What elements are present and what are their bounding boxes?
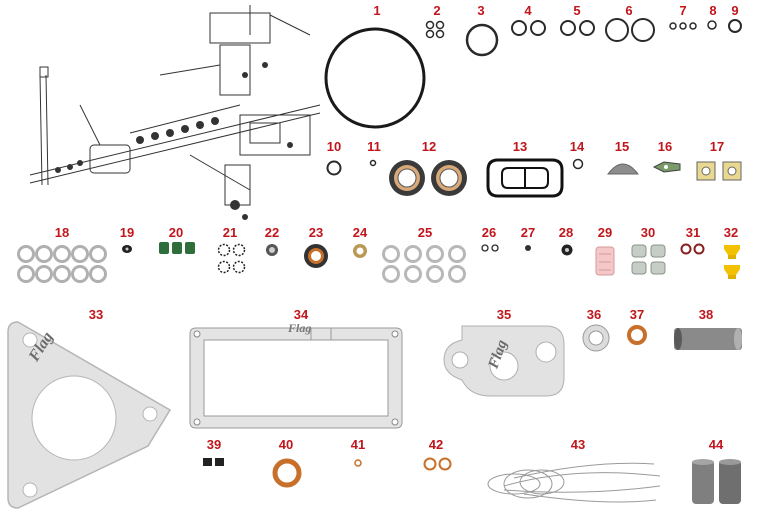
- o-ring-small-11: [369, 159, 377, 167]
- o-ring-9: [728, 19, 742, 33]
- yellow-cap-pair-32: [724, 245, 740, 279]
- o-ring-10: [326, 160, 342, 176]
- o-ring-14: [572, 158, 584, 170]
- part-label-41: 41: [350, 437, 366, 452]
- part-label-29: 29: [597, 225, 613, 240]
- part-label-17: 17: [709, 139, 725, 154]
- o-ring-trio-7: [669, 22, 697, 30]
- part-label-24: 24: [352, 225, 368, 240]
- part-label-30: 30: [640, 225, 656, 240]
- part-label-42: 42: [428, 437, 444, 452]
- part-label-9: 9: [731, 3, 739, 18]
- seal-ring-28: [561, 244, 573, 256]
- part-label-44: 44: [708, 437, 724, 452]
- part-label-6: 6: [625, 3, 633, 18]
- exploded-pump-drawing: [29, 5, 321, 220]
- seal-ring-22: [266, 244, 278, 256]
- part-label-8: 8: [709, 3, 717, 18]
- woodruff-key-15: [606, 163, 640, 175]
- part-label-25: 25: [417, 225, 433, 240]
- pump-gasket-35: [443, 325, 565, 397]
- cover-gasket-13: [486, 158, 564, 198]
- valve-seal-19: [122, 245, 132, 253]
- copper-washer-pair-42: [423, 457, 452, 471]
- shaft-seal-23: [304, 244, 328, 268]
- washer-set-18: [17, 245, 107, 283]
- sleeve-38: [674, 328, 742, 350]
- o-ring-large-1: [324, 27, 426, 129]
- part-label-22: 22: [264, 225, 280, 240]
- part-label-10: 10: [326, 139, 342, 154]
- part-label-19: 19: [119, 225, 135, 240]
- part-label-2: 2: [433, 3, 441, 18]
- copper-washer-40: [272, 458, 302, 488]
- part-label-11: 11: [367, 139, 381, 154]
- clip-16: [652, 161, 681, 173]
- part-label-7: 7: [679, 3, 687, 18]
- flange-gasket-33: [7, 321, 172, 509]
- part-label-39: 39: [206, 437, 222, 452]
- part-label-36: 36: [586, 307, 602, 322]
- small-seal-27: [525, 245, 531, 251]
- part-label-23: 23: [308, 225, 324, 240]
- part-label-35: 35: [496, 307, 512, 322]
- spring-clip-pair-17: [696, 161, 742, 181]
- part-label-16: 16: [657, 139, 673, 154]
- o-ring-pair-26: [481, 244, 499, 252]
- shaft-seal-pair-12: [389, 160, 467, 196]
- part-label-12: 12: [421, 139, 437, 154]
- o-ring-3: [465, 23, 499, 57]
- part-label-20: 20: [168, 225, 184, 240]
- part-label-4: 4: [524, 3, 532, 18]
- gasket-watermark-34: Flag: [288, 321, 312, 335]
- filter-sleeve-29: [595, 246, 615, 276]
- washer-set-25: [382, 245, 466, 283]
- part-label-1: 1: [373, 3, 381, 18]
- part-label-18: 18: [54, 225, 70, 240]
- small-washer-41: [354, 459, 362, 467]
- o-ring-pair-4: [511, 20, 546, 36]
- part-label-13: 13: [512, 139, 528, 154]
- part-label-28: 28: [558, 225, 574, 240]
- part-label-5: 5: [573, 3, 581, 18]
- o-ring-8: [707, 20, 717, 30]
- part-label-31: 31: [685, 225, 701, 240]
- part-label-27: 27: [520, 225, 536, 240]
- part-label-14: 14: [569, 139, 585, 154]
- o-ring-set-2: [425, 20, 445, 39]
- bushing-set-30: [631, 244, 666, 275]
- plunger-pair-44: [692, 459, 741, 504]
- part-label-37: 37: [629, 307, 645, 322]
- seal-ring-24: [353, 244, 367, 258]
- copper-seal-37: [627, 325, 647, 345]
- part-label-40: 40: [278, 437, 294, 452]
- part-label-3: 3: [477, 3, 485, 18]
- star-washer-set-21: [217, 243, 246, 274]
- washer-36: [582, 324, 610, 352]
- part-label-33: 33: [88, 307, 104, 322]
- part-label-21: 21: [222, 225, 238, 240]
- o-ring-pair-5: [560, 20, 595, 36]
- green-seal-set-20: [159, 242, 195, 254]
- copper-ring-pair-31: [680, 243, 705, 255]
- part-label-43: 43: [570, 437, 586, 452]
- seal-block-pair-39: [203, 458, 224, 466]
- o-ring-pair-6: [605, 18, 655, 42]
- part-label-32: 32: [723, 225, 739, 240]
- cover-gasket-34: [189, 327, 403, 429]
- part-label-34: 34: [293, 307, 309, 322]
- part-label-38: 38: [698, 307, 714, 322]
- part-label-15: 15: [614, 139, 630, 154]
- part-label-26: 26: [481, 225, 497, 240]
- wire-set-43: [487, 462, 661, 503]
